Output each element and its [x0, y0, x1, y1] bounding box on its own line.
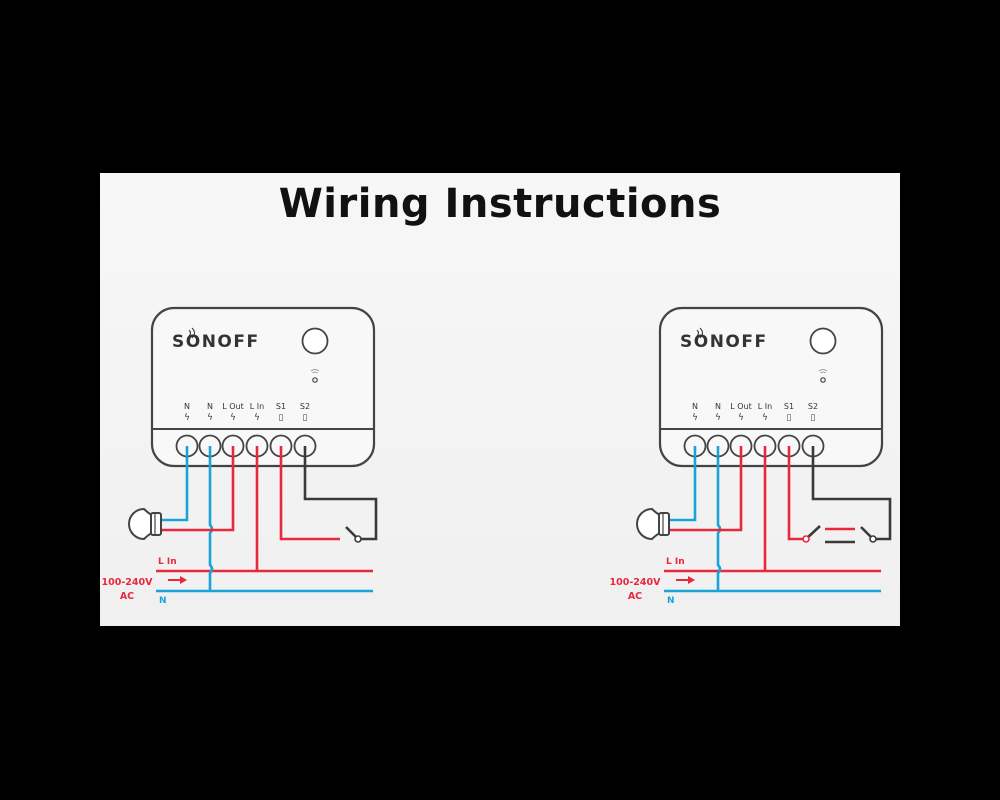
terminal-label: S2: [808, 402, 818, 411]
page-title: Wiring Instructions: [278, 181, 722, 227]
pairing-button: [809, 327, 837, 355]
lightning-icon: ϟ: [715, 413, 721, 423]
live-out-wire-to-bulb: [160, 446, 235, 532]
signal-icon: [188, 327, 195, 339]
switch2-pivot: [869, 535, 877, 543]
signal-icon: [696, 327, 703, 339]
neutral-wire-to-mains: [208, 446, 214, 591]
voltage-label: 100-240V: [102, 577, 154, 588]
lightning-icon: ϟ: [184, 413, 190, 423]
terminal-label: L Out: [222, 402, 244, 411]
voltage-label: 100-240V: [610, 577, 662, 588]
lightning-icon: ϟ: [692, 413, 698, 423]
terminal-label: L In: [250, 402, 264, 411]
bulb-socket: [658, 512, 670, 536]
neutral-label: N: [667, 596, 675, 606]
neutral-label: N: [159, 596, 167, 606]
terminal-label: S1: [276, 402, 286, 411]
s2-wire: [303, 446, 378, 541]
terminal-label: N: [207, 402, 213, 411]
lightning-icon: ϟ: [207, 413, 213, 423]
terminal-label: N: [715, 402, 721, 411]
terminal-label: N: [184, 402, 190, 411]
neutral-wire-to-bulb: [668, 446, 697, 522]
s1-wire: [787, 446, 806, 541]
lightning-icon: ϟ: [738, 413, 744, 423]
bulb-socket: [150, 512, 162, 536]
status-led: [820, 377, 826, 383]
switch-terminal-icon: ▯: [279, 413, 284, 423]
line-in-label: L In: [158, 557, 177, 567]
light-bulb-icon: [128, 507, 153, 541]
terminal-label: L In: [758, 402, 772, 411]
terminal-label: S2: [300, 402, 310, 411]
s2-wire: [811, 446, 892, 541]
switch-pivot: [354, 535, 362, 543]
live-out-wire-to-bulb: [668, 446, 743, 532]
neutral-wire-to-mains: [716, 446, 722, 591]
wifi-icon: [818, 369, 828, 374]
arrow-right-icon: [180, 576, 187, 584]
arrow-right-icon: [688, 576, 695, 584]
neutral-wire-to-bulb: [160, 446, 189, 522]
switch-terminal-icon: ▯: [303, 413, 308, 423]
ac-label: AC: [628, 591, 642, 602]
brand-logo: SONOFF: [680, 332, 768, 352]
switch-terminal-icon: ▯: [811, 413, 816, 423]
switch1-pivot: [802, 535, 810, 543]
switch-terminal-icon: ▯: [787, 413, 792, 423]
terminal-label: L Out: [730, 402, 752, 411]
pairing-button: [301, 327, 329, 355]
lightning-icon: ϟ: [254, 413, 260, 423]
brand-logo: SONOFF: [172, 332, 260, 352]
terminal-label: N: [692, 402, 698, 411]
lightning-icon: ϟ: [762, 413, 768, 423]
status-led: [312, 377, 318, 383]
light-bulb-icon: [636, 507, 661, 541]
terminal-label: S1: [784, 402, 794, 411]
ac-label: AC: [120, 591, 134, 602]
lightning-icon: ϟ: [230, 413, 236, 423]
wifi-icon: [310, 369, 320, 374]
s1-wire: [279, 446, 340, 541]
line-in-label: L In: [666, 557, 685, 567]
